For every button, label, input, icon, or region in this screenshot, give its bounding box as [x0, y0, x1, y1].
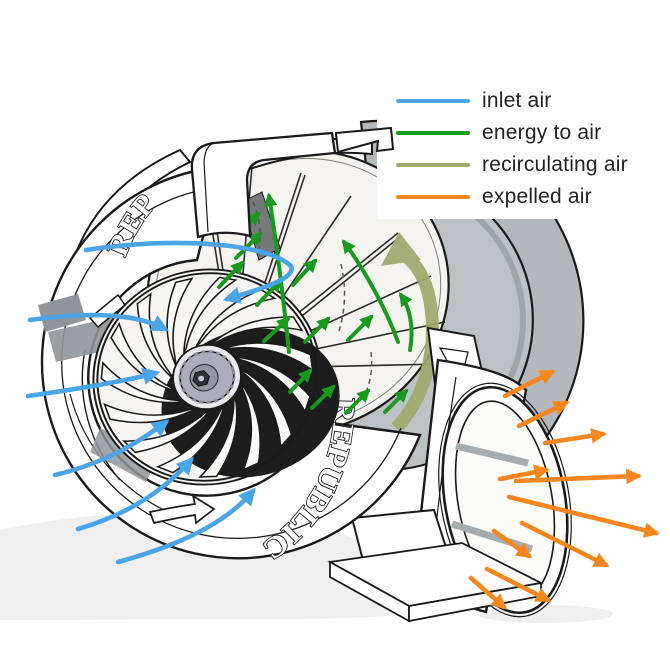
energy-to-air-line-icon	[396, 131, 470, 135]
legend-item-recirculating-air: recirculating air	[396, 149, 628, 181]
recirculating-arrowhead	[381, 232, 421, 266]
housing-flange-tab	[334, 126, 395, 154]
legend-item-inlet-air: inlet air	[396, 85, 628, 117]
inlet-air-line-icon	[396, 99, 470, 103]
inlet-air-arrows	[25, 240, 294, 565]
legend: inlet air energy to air recirculating ai…	[396, 85, 628, 213]
expelled-air-line-icon	[396, 195, 470, 199]
legend-backdrop	[377, 0, 670, 219]
recirculating-air-arrow	[381, 232, 439, 433]
legend-label-inlet-air: inlet air	[482, 89, 552, 112]
legend-label-energy-to-air: energy to air	[482, 121, 602, 144]
legend-item-energy-to-air: energy to air	[396, 117, 628, 149]
legend-item-expelled-air: expelled air	[396, 181, 628, 213]
legend-label-recirculating-air: recirculating air	[482, 153, 628, 176]
impeller-shroud	[96, 272, 318, 482]
front-cover-arcs	[61, 186, 402, 540]
front-cover-ring	[40, 165, 422, 560]
recirculating-air-line-icon	[396, 163, 470, 167]
rotation-direction-arrow	[148, 494, 216, 525]
impeller-blades	[100, 276, 314, 478]
energy-to-air-arrows	[217, 192, 414, 415]
housing-cross-section	[190, 126, 395, 239]
expelled-air-arrows	[468, 369, 660, 610]
impeller-hub	[172, 344, 242, 410]
legend-label-expelled-air: expelled air	[482, 185, 592, 208]
